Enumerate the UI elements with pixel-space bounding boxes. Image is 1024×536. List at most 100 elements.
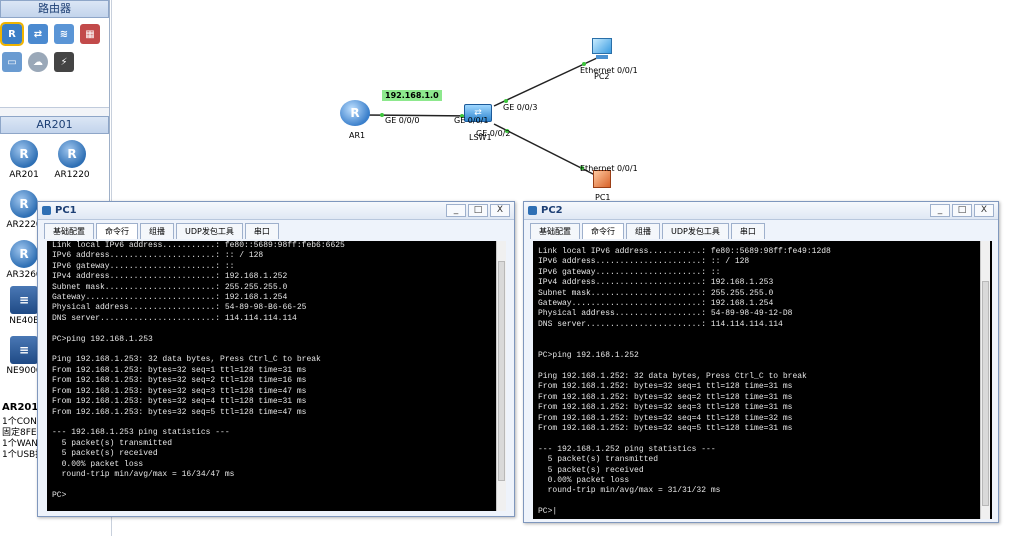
- tab-multicast[interactable]: 组播: [626, 223, 660, 239]
- wlan-category-icon[interactable]: ≋: [54, 24, 74, 44]
- router-icon: R: [10, 190, 38, 218]
- port-label: GE 0/0/0: [385, 116, 420, 125]
- pc-window-icon: [528, 206, 537, 215]
- scroll-thumb[interactable]: [982, 281, 989, 506]
- port-up-dot: [460, 114, 464, 118]
- terminal-line: --- 192.168.1.253 ping statistics ---: [52, 428, 230, 438]
- terminal-line: From 192.168.1.252: bytes=32 seq=3 ttl=1…: [538, 403, 793, 413]
- device-info-line: 固定8FE: [2, 428, 37, 438]
- pc2-window: PC2 _ □ X 基础配置 命令行 组播 UDP发包工具 串口 Link lo…: [523, 201, 999, 523]
- terminal-line: PC>: [52, 490, 67, 500]
- ne-router-icon: ≡: [10, 286, 38, 314]
- pc1-computer-icon[interactable]: [590, 170, 614, 192]
- router-category-icon[interactable]: R: [0, 22, 24, 46]
- terminal-line: Gateway...........................: 192.…: [538, 299, 774, 309]
- tab-command-line[interactable]: 命令行: [582, 223, 624, 239]
- close-button[interactable]: X: [974, 204, 994, 217]
- terminal-line: [538, 497, 992, 507]
- pc2-computer-icon[interactable]: [590, 38, 614, 64]
- pc1-titlebar[interactable]: PC1: [38, 202, 514, 220]
- terminal-line: 0.00% packet loss: [538, 475, 630, 485]
- pc1-scrollbar[interactable]: [496, 241, 506, 511]
- terminal-line: DNS server........................: 114.…: [538, 319, 783, 329]
- port-label: GE 0/0/2: [476, 129, 511, 138]
- port-label: Ethernet 0/0/1: [580, 66, 638, 75]
- tab-serial[interactable]: 串口: [244, 223, 279, 239]
- tab-udp-tool[interactable]: UDP发包工具: [662, 223, 729, 239]
- switch-category-icon[interactable]: ⇄: [28, 24, 48, 44]
- terminal-line: IPv6 address......................: :: /…: [538, 257, 750, 267]
- connection-category-icon[interactable]: ⚡: [54, 52, 74, 72]
- maximize-button[interactable]: □: [468, 204, 488, 217]
- terminal-line: From 192.168.1.253: bytes=32 seq=2 ttl=1…: [52, 376, 307, 386]
- cloud-category-icon[interactable]: ☁: [28, 52, 48, 72]
- terminal-line: Subnet mask.......................: 255.…: [538, 288, 774, 298]
- terminal-line: IPv4 address......................: 192.…: [538, 278, 774, 288]
- pc2-scrollbar[interactable]: [980, 241, 990, 519]
- tab-udp-tool[interactable]: UDP发包工具: [176, 223, 243, 239]
- terminal-line: 5 packet(s) received: [52, 449, 158, 459]
- port-up-dot: [504, 99, 508, 103]
- ar1-router-icon[interactable]: R: [340, 100, 370, 126]
- terminal-line: IPv4 address......................: 192.…: [52, 272, 288, 282]
- terminal-line: DNS server........................: 114.…: [52, 313, 297, 323]
- pc1-window: PC1 _ □ X 基础配置 命令行 组播 UDP发包工具 串口 Link lo…: [37, 201, 515, 517]
- terminal-line: IPv6 address......................: :: /…: [52, 251, 264, 261]
- close-button[interactable]: X: [490, 204, 510, 217]
- port-label: GE 0/0/1: [454, 116, 489, 125]
- device-ne9000[interactable]: ≡NE9000: [2, 336, 46, 376]
- port-label: GE 0/0/3: [503, 103, 538, 112]
- terminal-line: From 192.168.1.253: bytes=32 seq=3 ttl=1…: [52, 386, 307, 396]
- pc2-tabs: 基础配置 命令行 组播 UDP发包工具 串口: [524, 220, 998, 240]
- terminal-line: From 192.168.1.253: bytes=32 seq=5 ttl=1…: [52, 407, 307, 417]
- device-list-header: AR201: [0, 116, 109, 134]
- device-info-title: AR201: [2, 402, 39, 413]
- terminal-line: From 192.168.1.252: bytes=32 seq=5 ttl=1…: [538, 423, 793, 433]
- firewall-category-icon[interactable]: ▦: [80, 24, 100, 44]
- pc1-terminal[interactable]: Link local IPv6 address...........: fe80…: [47, 241, 506, 511]
- pc-category-icon[interactable]: ▭: [2, 52, 22, 72]
- topology-links: [361, 57, 598, 177]
- terminal-line: [52, 418, 506, 428]
- tab-multicast[interactable]: 组播: [140, 223, 174, 239]
- pc1-label: PC1: [595, 193, 611, 202]
- tab-command-line[interactable]: 命令行: [96, 223, 138, 239]
- pc2-titlebar[interactable]: PC2: [524, 202, 998, 220]
- minimize-button[interactable]: _: [930, 204, 950, 217]
- device-info-line: 1个CON/: [2, 417, 40, 427]
- terminal-line: Link local IPv6 address...........: fe80…: [538, 247, 831, 256]
- terminal-line: Ping 192.168.1.252: 32 data bytes, Press…: [538, 371, 807, 381]
- lsw1-switch-icon[interactable]: ⇄: [464, 104, 492, 122]
- terminal-line: [52, 480, 506, 490]
- router-icon: R: [10, 140, 38, 168]
- terminal-line: Ping 192.168.1.253: 32 data bytes, Press…: [52, 355, 321, 365]
- port-up-dot: [505, 129, 509, 133]
- tab-basic-config[interactable]: 基础配置: [44, 223, 94, 239]
- ne-router-icon: ≡: [10, 336, 38, 364]
- terminal-line: [538, 434, 992, 444]
- minimize-button[interactable]: _: [446, 204, 466, 217]
- pc1-tabs: 基础配置 命令行 组播 UDP发包工具 串口: [38, 220, 514, 240]
- scroll-thumb[interactable]: [498, 261, 505, 481]
- terminal-line: IPv6 gateway......................: ::: [52, 261, 235, 271]
- subnet-label: 192.168.1.0: [382, 90, 442, 101]
- category-header: 路由器: [0, 0, 109, 18]
- ar1-label: AR1: [349, 131, 366, 140]
- terminal-line: 5 packet(s) received: [538, 465, 644, 475]
- terminal-line: Subnet mask.......................: 255.…: [52, 282, 288, 292]
- terminal-line: PC>ping 192.168.1.253: [52, 334, 153, 344]
- terminal-line: round-trip min/avg/max = 16/34/47 ms: [52, 469, 235, 479]
- tab-basic-config[interactable]: 基础配置: [530, 223, 580, 239]
- terminal-line: --- 192.168.1.252 ping statistics ---: [538, 444, 716, 454]
- router-icon: R: [58, 140, 86, 168]
- device-ne40e[interactable]: ≡NE40E: [2, 286, 46, 326]
- pc2-terminal[interactable]: Link local IPv6 address...........: fe80…: [533, 241, 992, 519]
- pc-window-icon: [42, 206, 51, 215]
- tab-serial[interactable]: 串口: [730, 223, 765, 239]
- maximize-button[interactable]: □: [952, 204, 972, 217]
- terminal-line: Link local IPv6 address...........: fe80…: [52, 241, 345, 250]
